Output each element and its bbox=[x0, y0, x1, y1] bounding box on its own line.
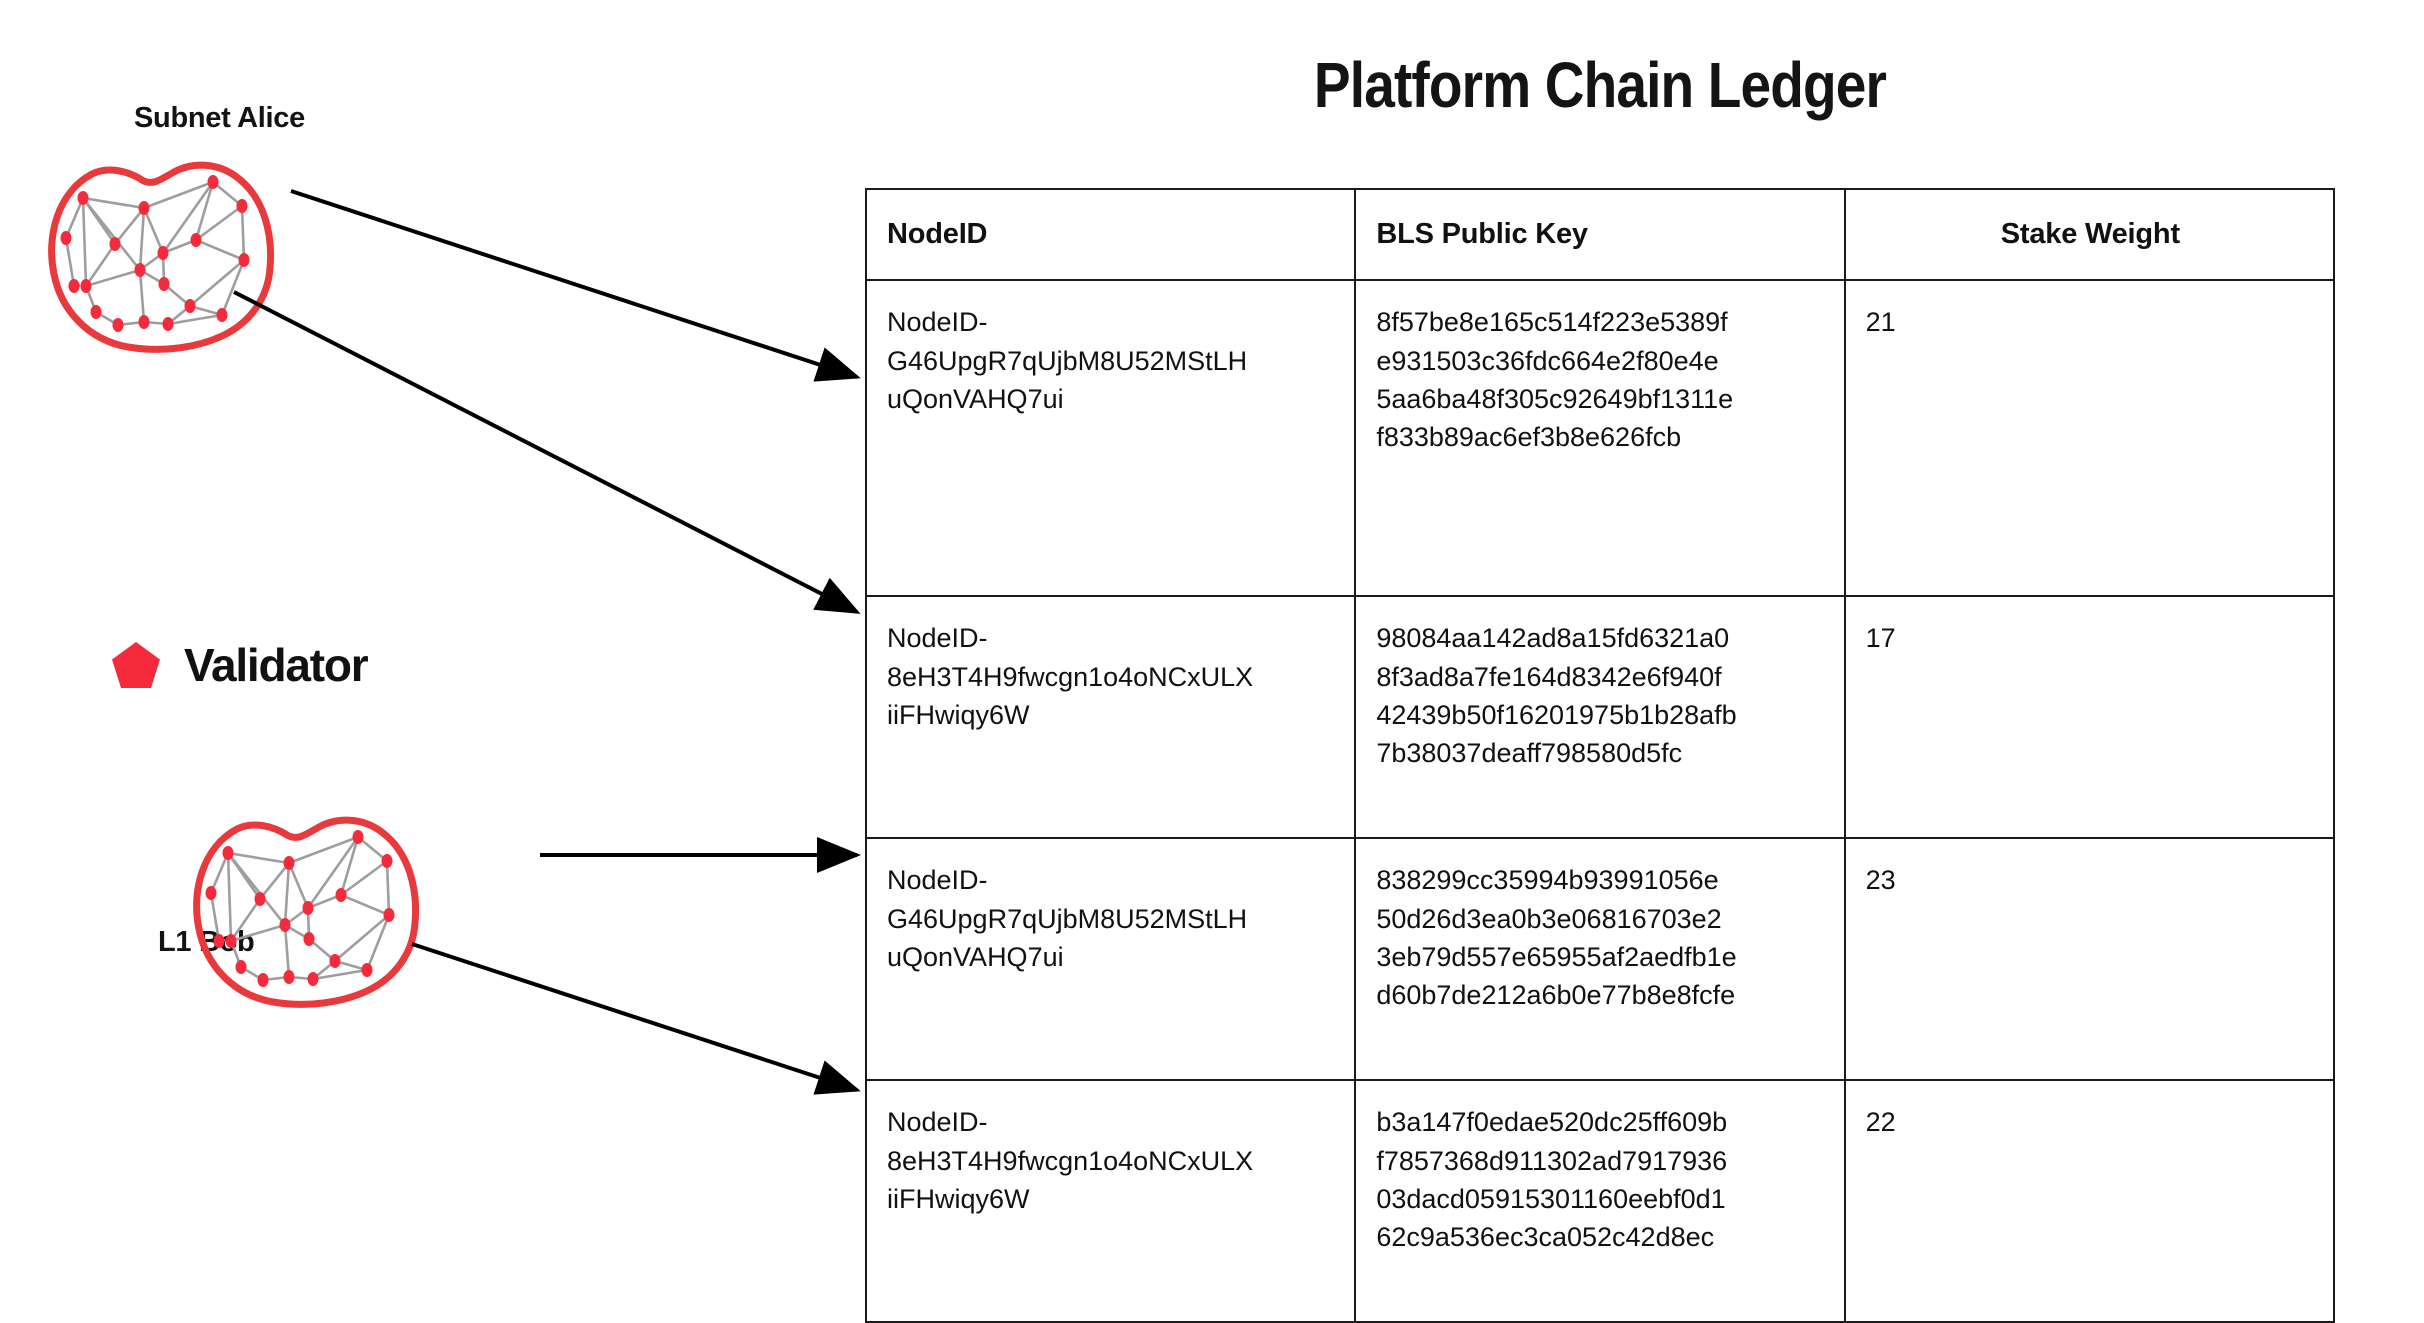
bls-line: 3eb79d557e65955af2aedfb1e bbox=[1376, 941, 1737, 972]
nodeid-line: NodeID- bbox=[887, 1107, 988, 1138]
nodeid-line: NodeID- bbox=[887, 623, 988, 654]
cell-nodeid: NodeID- G46UpgR7qUjbM8U52MStLH uQonVAHQ7… bbox=[864, 279, 1357, 598]
table-header-row: NodeID BLS Public Key Stake Weight bbox=[864, 187, 2336, 282]
bls-line: 50d26d3ea0b3e06816703e2 bbox=[1376, 903, 1722, 934]
cell-nodeid: NodeID- G46UpgR7qUjbM8U52MStLH uQonVAHQ7… bbox=[864, 837, 1357, 1082]
bls-line: b3a147f0edae520dc25ff609b bbox=[1376, 1107, 1728, 1138]
bls-line: 8f3ad8a7fe164d8342e6f940f bbox=[1376, 661, 1722, 692]
table-row: NodeID- G46UpgR7qUjbM8U52MStLH uQonVAHQ7… bbox=[864, 279, 2336, 598]
nodeid-line: uQonVAHQ7ui bbox=[887, 941, 1064, 972]
table-row: NodeID- G46UpgR7qUjbM8U52MStLH uQonVAHQ7… bbox=[864, 837, 2336, 1082]
cell-stake-weight: 21 bbox=[1843, 279, 2336, 598]
cell-stake-weight: 17 bbox=[1843, 595, 2336, 840]
cell-bls-public-key: 8f57be8e165c514f223e5389f e931503c36fdc6… bbox=[1354, 279, 1846, 598]
nodeid-line: 8eH3T4H9fwcgn1o4oNCxULX bbox=[887, 1145, 1254, 1176]
bls-line: 62c9a536ec3ca052c42d8ec bbox=[1376, 1222, 1715, 1253]
bls-line: 8f57be8e165c514f223e5389f bbox=[1376, 307, 1728, 338]
nodeid-line: NodeID- bbox=[887, 865, 988, 896]
bls-line: 5aa6ba48f305c92649bf1311e bbox=[1376, 383, 1734, 414]
cell-stake-weight: 23 bbox=[1843, 837, 2336, 1082]
bls-line: 838299cc35994b93991056e bbox=[1376, 865, 1719, 896]
bls-line: 7b38037deaff798580d5fc bbox=[1376, 738, 1683, 769]
nodeid-line: G46UpgR7qUjbM8U52MStLH bbox=[887, 903, 1248, 934]
l1-bob-edges bbox=[209, 835, 391, 982]
cell-bls-public-key: 98084aa142ad8a15fd6321a0 8f3ad8a7fe164d8… bbox=[1354, 595, 1846, 840]
bls-line: 03dacd05915301160eebf0d1 bbox=[1376, 1183, 1726, 1214]
table-row: NodeID- 8eH3T4H9fwcgn1o4oNCxULX iiFHwiqy… bbox=[864, 595, 2336, 840]
nodeid-line: uQonVAHQ7ui bbox=[887, 383, 1064, 414]
cell-bls-public-key: 838299cc35994b93991056e 50d26d3ea0b3e068… bbox=[1354, 837, 1846, 1082]
subnet-alice-edges bbox=[64, 180, 246, 327]
bls-line: f833b89ac6ef3b8e626fcb bbox=[1376, 422, 1682, 453]
bls-line: 42439b50f16201975b1b28afb bbox=[1376, 699, 1737, 730]
arrow-alice-node-to-row1 bbox=[290, 189, 861, 382]
validator-legend: Validator bbox=[110, 639, 369, 691]
nodeid-line: iiFHwiqy6W bbox=[887, 699, 1030, 730]
bls-line: d60b7de212a6b0e77b8e8fcfe bbox=[1376, 980, 1736, 1011]
bls-line: 98084aa142ad8a15fd6321a0 bbox=[1376, 623, 1730, 654]
cell-nodeid: NodeID- 8eH3T4H9fwcgn1o4oNCxULX iiFHwiqy… bbox=[864, 1079, 1357, 1323]
pentagon-icon bbox=[112, 642, 160, 688]
table-row: NodeID- 8eH3T4H9fwcgn1o4oNCxULX iiFHwiqy… bbox=[864, 1079, 2336, 1323]
cell-nodeid: NodeID- 8eH3T4H9fwcgn1o4oNCxULX iiFHwiqy… bbox=[864, 595, 1357, 840]
bls-line: e931503c36fdc664e2f80e4e bbox=[1376, 345, 1719, 376]
column-header-nodeid: NodeID bbox=[864, 187, 1357, 282]
validator-legend-label: Validator bbox=[184, 639, 369, 691]
l1-bob-validator-nodes bbox=[205, 830, 395, 987]
nodeid-line: G46UpgR7qUjbM8U52MStLH bbox=[887, 345, 1248, 376]
arrow-alice-node-to-row2 bbox=[233, 290, 861, 614]
nodeid-line: iiFHwiqy6W bbox=[887, 1183, 1030, 1214]
arrow-bob-node-to-row4 bbox=[411, 942, 861, 1095]
subnet-alice-boundary bbox=[48, 161, 275, 353]
column-header-stake-weight: Stake Weight bbox=[1843, 187, 2336, 282]
l1-bob-boundary bbox=[193, 816, 420, 1008]
nodeid-line: 8eH3T4H9fwcgn1o4oNCxULX bbox=[887, 661, 1254, 692]
column-header-bls-public-key: BLS Public Key bbox=[1354, 187, 1846, 282]
subnet-alice-label: Subnet Alice bbox=[134, 102, 305, 134]
bls-line: f7857368d911302ad7917936 bbox=[1376, 1145, 1728, 1176]
subnet-alice-validator-nodes bbox=[60, 175, 250, 332]
cell-stake-weight: 22 bbox=[1843, 1079, 2336, 1323]
cell-bls-public-key: b3a147f0edae520dc25ff609b f7857368d91130… bbox=[1354, 1079, 1846, 1323]
page-title: Platform Chain Ledger bbox=[1313, 49, 1887, 121]
subnet-alice-network-graph bbox=[48, 161, 275, 353]
l1-bob-network-graph bbox=[193, 816, 420, 1008]
nodeid-line: NodeID- bbox=[887, 307, 988, 338]
platform-chain-ledger-table: NodeID BLS Public Key Stake Weight NodeI… bbox=[864, 187, 2336, 1323]
